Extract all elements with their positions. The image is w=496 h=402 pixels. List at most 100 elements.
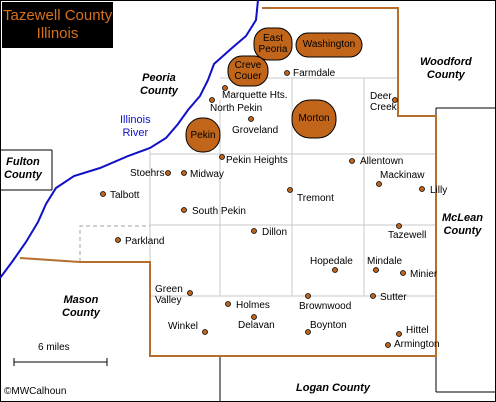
town-label-brownwood: Brownwood [299, 301, 352, 312]
river-label-line-2: River [122, 127, 149, 139]
town-label-south-pekin: South Pekin [192, 206, 246, 217]
title-line-1: Tazewell County [3, 7, 113, 24]
credit: ©MWCalhoun [4, 386, 67, 397]
river-label-line-1: Illinois [120, 114, 151, 126]
map-title: Tazewell County Illinois [2, 2, 113, 48]
town-label-sutter: Sutter [380, 292, 407, 303]
county-fulton-line-1: Fulton [6, 156, 40, 168]
town-label-lilly: Lilly [430, 185, 448, 196]
town-label-pekin-heights: Pekin Heights [226, 155, 288, 166]
dot-winkel [202, 329, 208, 335]
dot-delavan [251, 314, 257, 320]
dot-talbott [100, 191, 106, 197]
county-label-fulton: Fulton County [4, 156, 42, 182]
county-label-mason: Mason County [62, 294, 100, 320]
town-label-mackinaw: Mackinaw [380, 170, 425, 181]
town-label-hittel: Hittel [406, 325, 429, 336]
town-label-boynton: Boynton [310, 320, 347, 331]
county-label-peoria: Peoria County [140, 72, 178, 98]
river-label: Illinois River [120, 114, 151, 140]
title-line-2: Illinois [36, 25, 79, 42]
county-mclean-line-2: County [443, 225, 482, 237]
town-label-midway: Midway [190, 169, 224, 180]
town-label-marquette-hts: Marquette Hts. [222, 90, 288, 101]
city-label-morton: Morton [298, 113, 330, 124]
dot-marquette [222, 85, 228, 91]
town-deer-creek-line-2: Creek [370, 102, 397, 113]
east-peoria-shape [253, 27, 293, 61]
dot-green-valley [187, 290, 193, 296]
dot-parkland [115, 237, 121, 243]
town-label-dillon: Dillon [262, 227, 288, 238]
dot-north-pekin [209, 97, 215, 103]
dot-minier [400, 270, 406, 276]
dot-tazewell [396, 223, 402, 229]
town-label-winkel: Winkel [168, 321, 199, 332]
town-label-talbott: Talbott [110, 190, 140, 201]
county-label-mclean: McLean County [442, 212, 483, 238]
dot-lilly [419, 186, 425, 192]
dot-hittel [396, 331, 402, 337]
dot-mindale [373, 267, 379, 273]
county-peoria-line-1: Peoria [142, 72, 176, 84]
town-label-mindale: Mindale [367, 256, 403, 267]
dot-allentown [349, 158, 355, 164]
town-label-tremont: Tremont [297, 193, 334, 204]
dot-pekin-heights [219, 154, 225, 160]
town-label-parkland: Parkland [125, 236, 165, 247]
town-label-stoehrs: Stoehrs [130, 168, 165, 179]
city-label-washington: Washington [302, 39, 356, 50]
dot-dillon [251, 228, 257, 234]
scale-label: 6 miles [38, 342, 70, 353]
town-label-armington: Armington [394, 339, 440, 350]
town-label-farmdale: Farmdale [293, 68, 336, 79]
dashed-boundary [79, 225, 150, 262]
county-label-woodford: Woodford County [420, 56, 472, 82]
dot-hopedale [332, 267, 338, 273]
county-mason-line-2: County [62, 307, 100, 319]
morton-shape [291, 99, 337, 139]
county-woodford-line-1: Woodford [420, 56, 472, 68]
county-fulton-line-2: County [4, 169, 42, 181]
dot-farmdale [284, 70, 290, 76]
city-creve-couer-line-1: Creve [234, 60, 262, 71]
town-green-valley-line-1: Green [155, 284, 183, 295]
town-label-deer-creek: Deer Creek [370, 91, 397, 113]
town-label-holmes: Holmes [236, 300, 270, 311]
town-deer-creek-line-1: Deer [370, 91, 392, 102]
city-creve-couer-line-2: Couer [234, 71, 262, 82]
washington-shape [295, 32, 363, 58]
town-label-green-valley: Green Valley [155, 284, 183, 306]
town-label-north-pekin: North Pekin [210, 103, 263, 114]
town-label-tazewell: Tazewell [388, 230, 427, 241]
dot-deer-creek [392, 97, 398, 103]
illinois-river [0, 0, 259, 279]
dot-stoehrs [165, 170, 171, 176]
city-shapes [185, 27, 363, 153]
town-label-allentown: Allentown [360, 156, 404, 167]
dot-brownwood [305, 293, 311, 299]
neighbor-county-lines [0, 107, 496, 402]
dot-armington [385, 342, 391, 348]
dot-sutter [370, 293, 376, 299]
town-dots [100, 70, 425, 348]
town-green-valley-line-2: Valley [155, 295, 182, 306]
town-label-hopedale: Hopedale [310, 256, 353, 267]
city-label-east-peoria: East Peoria [258, 33, 288, 55]
dot-groveland [248, 116, 254, 122]
town-label-minier: Minier [410, 269, 438, 280]
creve-couer-shape [227, 55, 269, 87]
dot-tremont [287, 187, 293, 193]
scale-bar [13, 358, 108, 366]
county-woodford-line-2: County [426, 69, 465, 81]
dot-holmes [225, 301, 231, 307]
city-label-creve-couer: Creve Couer [230, 60, 266, 82]
county-mclean-line-1: McLean [442, 212, 483, 224]
dot-south-pekin [181, 207, 187, 213]
dot-boynton [305, 329, 311, 335]
city-east-peoria-line-2: Peoria [258, 44, 288, 55]
town-label-delavan: Delavan [238, 320, 275, 331]
county-mason-line-1: Mason [63, 294, 99, 306]
